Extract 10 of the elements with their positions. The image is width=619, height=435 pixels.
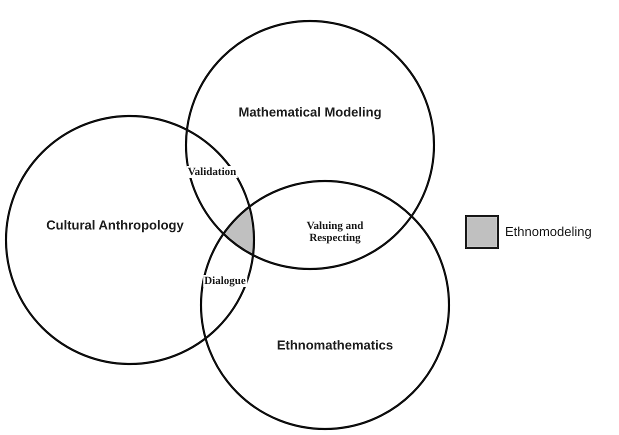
venn-circle	[5, 115, 255, 365]
circle-title: Ethnomathematics	[276, 338, 394, 352]
circle-title: Cultural Anthropology	[46, 218, 184, 232]
overlap-label: Dialogue	[203, 275, 247, 287]
overlap-label: Validation	[186, 166, 238, 178]
overlap-label: Valuing and Respecting	[306, 220, 364, 244]
venn-circle	[185, 20, 435, 270]
venn-circle	[200, 180, 450, 430]
legend-label: Ethnomodeling	[505, 224, 592, 239]
circle-title: Mathematical Modeling	[238, 104, 382, 120]
